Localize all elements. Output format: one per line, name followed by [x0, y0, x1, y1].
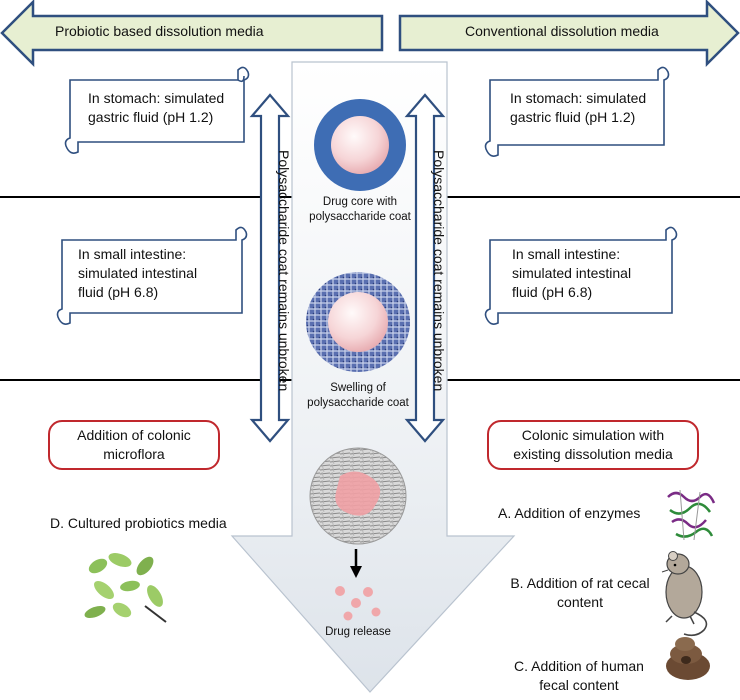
right-intestine-line-3: fluid (pH 6.8) — [512, 284, 593, 300]
left-intestine-line-2: simulated intestinal — [78, 265, 198, 281]
scroll-left-stomach — [64, 66, 250, 154]
released-drug-cloud-icon — [335, 471, 381, 516]
option-c-line-2: fecal content — [539, 677, 619, 693]
stage1-label: Drug core with polysaccharide coat — [298, 195, 422, 225]
left-colon-line-1: Addition of colonic — [77, 427, 191, 443]
enzyme-image — [667, 489, 716, 541]
left-intestine-line-3: fluid (pH 6.8) — [78, 284, 159, 300]
fecal-content-icon — [666, 637, 710, 680]
option-c-label: C. Addition of human fecal content — [494, 657, 664, 695]
right-stomach-line-2: gastric fluid (pH 1.2) — [510, 109, 636, 125]
right-header-title: Conventional dissolution media — [465, 23, 659, 39]
right-stomach-line-1: In stomach: simulated — [510, 90, 647, 106]
stage1-line-2: polysaccharide coat — [309, 211, 411, 223]
left-vertical-label: Polysaccharide coat remains unbroken — [276, 150, 292, 392]
option-b-line-1: B. Addition of rat cecal — [510, 575, 650, 591]
option-c-line-1: C. Addition of human — [514, 658, 644, 674]
right-header-arrow — [398, 0, 740, 68]
scroll-right-intestine — [484, 226, 678, 325]
scroll-right-stomach — [484, 66, 670, 157]
probiotics-image — [80, 545, 170, 623]
swollen-core-icon — [328, 292, 388, 352]
option-b-line-2: content — [557, 594, 603, 610]
drug-core-icon — [331, 116, 389, 174]
right-colon-line-2: existing dissolution media — [513, 446, 673, 462]
stage3-label: Drug release — [325, 626, 391, 638]
stage2-line-1: Swelling of — [330, 382, 386, 394]
left-colon-line-2: microflora — [103, 446, 165, 462]
right-intestine-line-2: simulated intestinal — [512, 265, 632, 281]
left-intestine-line-1: In small intestine: — [78, 246, 187, 262]
probiotics-label: D. Cultured probiotics media — [50, 515, 227, 531]
left-stomach-line-1: In stomach: simulated — [88, 90, 225, 106]
left-colon-box: Addition of colonic microflora — [48, 420, 220, 470]
scroll-left-intestine — [56, 226, 248, 325]
right-stomach-text: In stomach: simulated gastric fluid (pH … — [510, 89, 646, 127]
left-double-arrow — [249, 93, 291, 443]
left-intestine-text: In small intestine: simulated intestinal… — [78, 245, 197, 302]
right-vertical-label: Polysaccharide coat remains unbroken — [431, 150, 447, 392]
option-a-label: A. Addition of enzymes — [498, 505, 641, 521]
stage1-line-1: Drug core with — [322, 196, 398, 208]
option-b-label: B. Addition of rat cecal content — [500, 574, 660, 612]
right-double-arrow — [404, 93, 446, 443]
right-intestine-text: In small intestine: simulated intestinal… — [512, 245, 631, 302]
left-stomach-text: In stomach: simulated gastric fluid (pH … — [88, 89, 224, 127]
left-header-title: Probiotic based dissolution media — [55, 23, 264, 39]
stage2-label: Swelling of polysaccharide coat — [296, 381, 420, 411]
drug-particles-icon — [335, 586, 381, 621]
left-header-arrow — [0, 0, 384, 68]
big-down-arrow — [230, 61, 516, 693]
right-colon-line-1: Colonic simulation with — [521, 427, 665, 443]
right-colon-box: Colonic simulation with existing dissolu… — [487, 420, 699, 470]
rat-icon — [661, 551, 708, 637]
left-stomach-line-2: gastric fluid (pH 1.2) — [88, 109, 214, 125]
right-intestine-line-1: In small intestine: — [512, 246, 621, 262]
stage2-line-2: polysaccharide coat — [307, 397, 409, 409]
